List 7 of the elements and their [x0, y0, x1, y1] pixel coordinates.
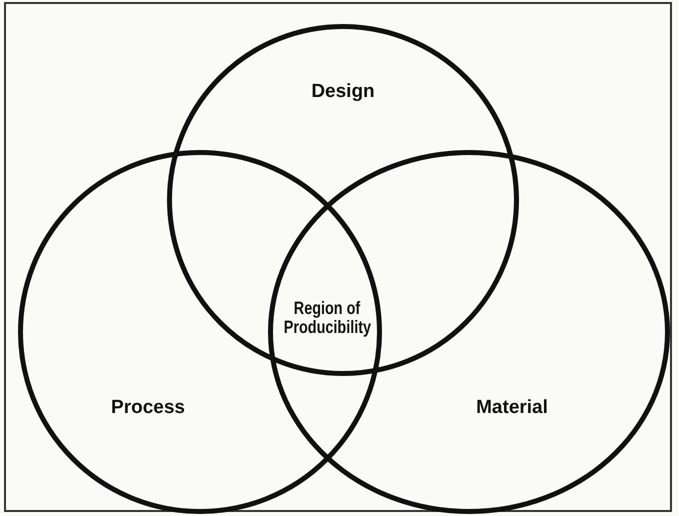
- circle-label: Material: [476, 397, 548, 419]
- region-label: Region of Producibility: [284, 299, 370, 337]
- circle-label: Design: [311, 81, 375, 103]
- venn-circle: [268, 150, 670, 514]
- venn-circle: [167, 24, 519, 376]
- venn-circle: [18, 150, 382, 514]
- circle-label: Process: [111, 397, 185, 419]
